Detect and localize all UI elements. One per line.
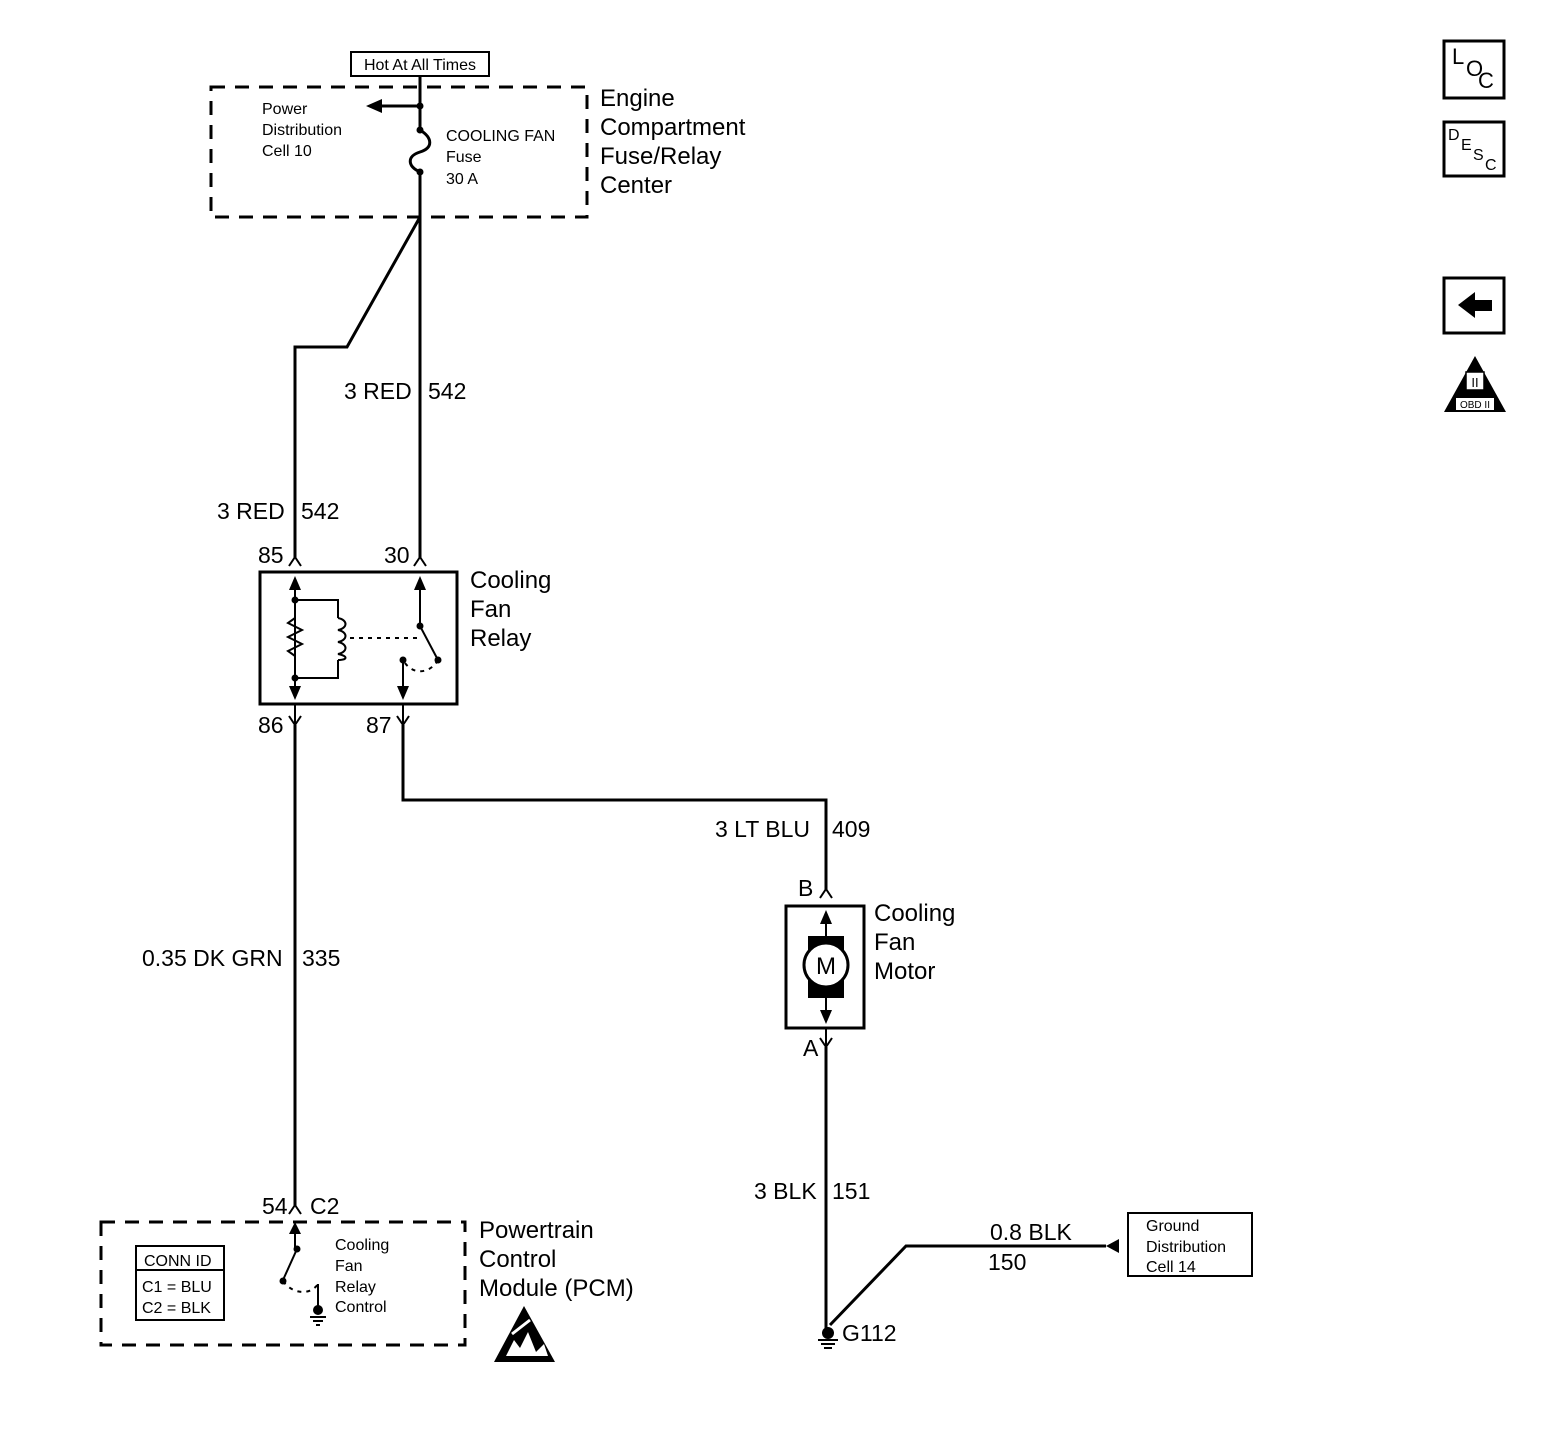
loc-letter-3: C [1478, 68, 1494, 93]
wire-label-151: 3 BLK [754, 1178, 817, 1204]
desc-button[interactable]: D E S C [1442, 120, 1506, 178]
wire-label-542-left: 3 RED [217, 498, 285, 524]
relay-name-2: Fan [470, 596, 511, 623]
wire-label-335: 0.35 DK GRN [142, 945, 283, 971]
esd-sensitive-icon [494, 1306, 555, 1362]
power-dist-line-3: Cell 10 [262, 143, 312, 160]
fuse-center-name-1: Engine [600, 85, 675, 112]
motor-name-1: Cooling [874, 900, 955, 927]
power-distribution-arrow [366, 76, 424, 113]
pcm-control-line-1: Cooling [335, 1237, 389, 1254]
relay-pin-85: 85 [258, 542, 284, 568]
loc-button[interactable]: L O C [1442, 39, 1506, 100]
pcm-connector: C2 [310, 1193, 339, 1219]
pcm-control-line-3: Relay [335, 1279, 376, 1296]
pcm-name-1: Powertrain [479, 1217, 594, 1244]
wire-409 [401, 725, 828, 890]
wire-label-150: 0.8 BLK [990, 1219, 1072, 1245]
powertrain-control-module: 54 C2 CONN ID C1 = BLU C2 = BLK Cooling … [99, 1193, 634, 1362]
power-dist-line-1: Power [262, 101, 308, 118]
hot-label: Hot At All Times [364, 57, 476, 74]
motor-pin-a: A [803, 1035, 819, 1061]
hot-at-all-times-box: Hot At All Times [350, 51, 490, 77]
relay-name-1: Cooling [470, 567, 551, 594]
fuse-relay-center: Engine Compartment Fuse/Relay Center Pow… [209, 85, 746, 219]
cooling-fan-fuse-icon [408, 106, 432, 176]
loc-letter-2: O [1466, 56, 1483, 81]
wire-number-150: 150 [988, 1249, 1026, 1275]
desc-letter-3: S [1473, 147, 1484, 164]
pcm-control-line-4: Control [335, 1299, 387, 1316]
wire-150 [828, 1239, 1119, 1327]
fuse-line-2: Fuse [446, 149, 482, 166]
pcm-name-2: Control [479, 1246, 556, 1273]
motor-pin-b: B [798, 875, 813, 901]
fuse-center-name-4: Center [600, 172, 672, 199]
loc-letter-1: L [1452, 44, 1464, 69]
cooling-fan-motor: B M A Cooling Fan Motor [784, 875, 955, 1061]
fuse-center-name-2: Compartment [600, 114, 746, 141]
relay-pin-87: 87 [366, 712, 392, 738]
ground-g112-icon: G112 [818, 1320, 897, 1349]
cooling-fan-relay: 85 30 86 87 Cooling [258, 542, 551, 738]
desc-letter-2: E [1461, 137, 1472, 154]
obd-ii-button[interactable]: II OBD II [1444, 356, 1506, 412]
back-arrow-button[interactable] [1442, 276, 1506, 335]
pcm-pin: 54 [262, 1193, 288, 1219]
relay-pin-86: 86 [258, 712, 284, 738]
wire-number-542-upper: 542 [428, 378, 466, 404]
wire-number-335: 335 [302, 945, 340, 971]
relay-name-3: Relay [470, 625, 531, 652]
ground-dist-line-3: Cell 14 [1146, 1259, 1196, 1276]
ground-dist-line-2: Distribution [1146, 1239, 1226, 1256]
conn-id-row-2: C2 = BLK [142, 1300, 211, 1317]
desc-letter-4: C [1485, 157, 1497, 174]
wire-label-409: 3 LT BLU [715, 816, 810, 842]
obd-mark: II [1471, 375, 1478, 390]
ground-distribution-box: Ground Distribution Cell 14 [1127, 1212, 1253, 1277]
conn-id-table: CONN ID C1 = BLU C2 = BLK [135, 1245, 225, 1321]
obd-label: OBD II [1460, 400, 1490, 411]
motor-icon [802, 941, 850, 989]
wire-542 [293, 172, 422, 558]
relay-pin-30: 30 [384, 542, 410, 568]
motor-name-2: Fan [874, 929, 915, 956]
wire-number-151: 151 [832, 1178, 870, 1204]
wire-number-542-left: 542 [301, 498, 339, 524]
wire-number-409: 409 [832, 816, 870, 842]
power-dist-line-2: Distribution [262, 122, 342, 139]
desc-letter-1: D [1448, 127, 1460, 144]
wire-label-542-upper: 3 RED [344, 378, 412, 404]
fuse-line-1: COOLING FAN [446, 128, 555, 145]
back-arrow-icon [1458, 292, 1492, 318]
conn-id-title: CONN ID [144, 1253, 212, 1270]
pcm-control-line-2: Fan [335, 1258, 363, 1275]
conn-id-row-1: C1 = BLU [142, 1279, 212, 1296]
fuse-center-name-3: Fuse/Relay [600, 143, 721, 170]
motor-symbol: M [816, 953, 836, 980]
fuse-line-3: 30 A [446, 171, 478, 188]
ground-label: G112 [842, 1320, 897, 1346]
ground-dist-line-1: Ground [1146, 1218, 1199, 1235]
pcm-name-3: Module (PCM) [479, 1275, 634, 1302]
motor-name-3: Motor [874, 958, 935, 985]
